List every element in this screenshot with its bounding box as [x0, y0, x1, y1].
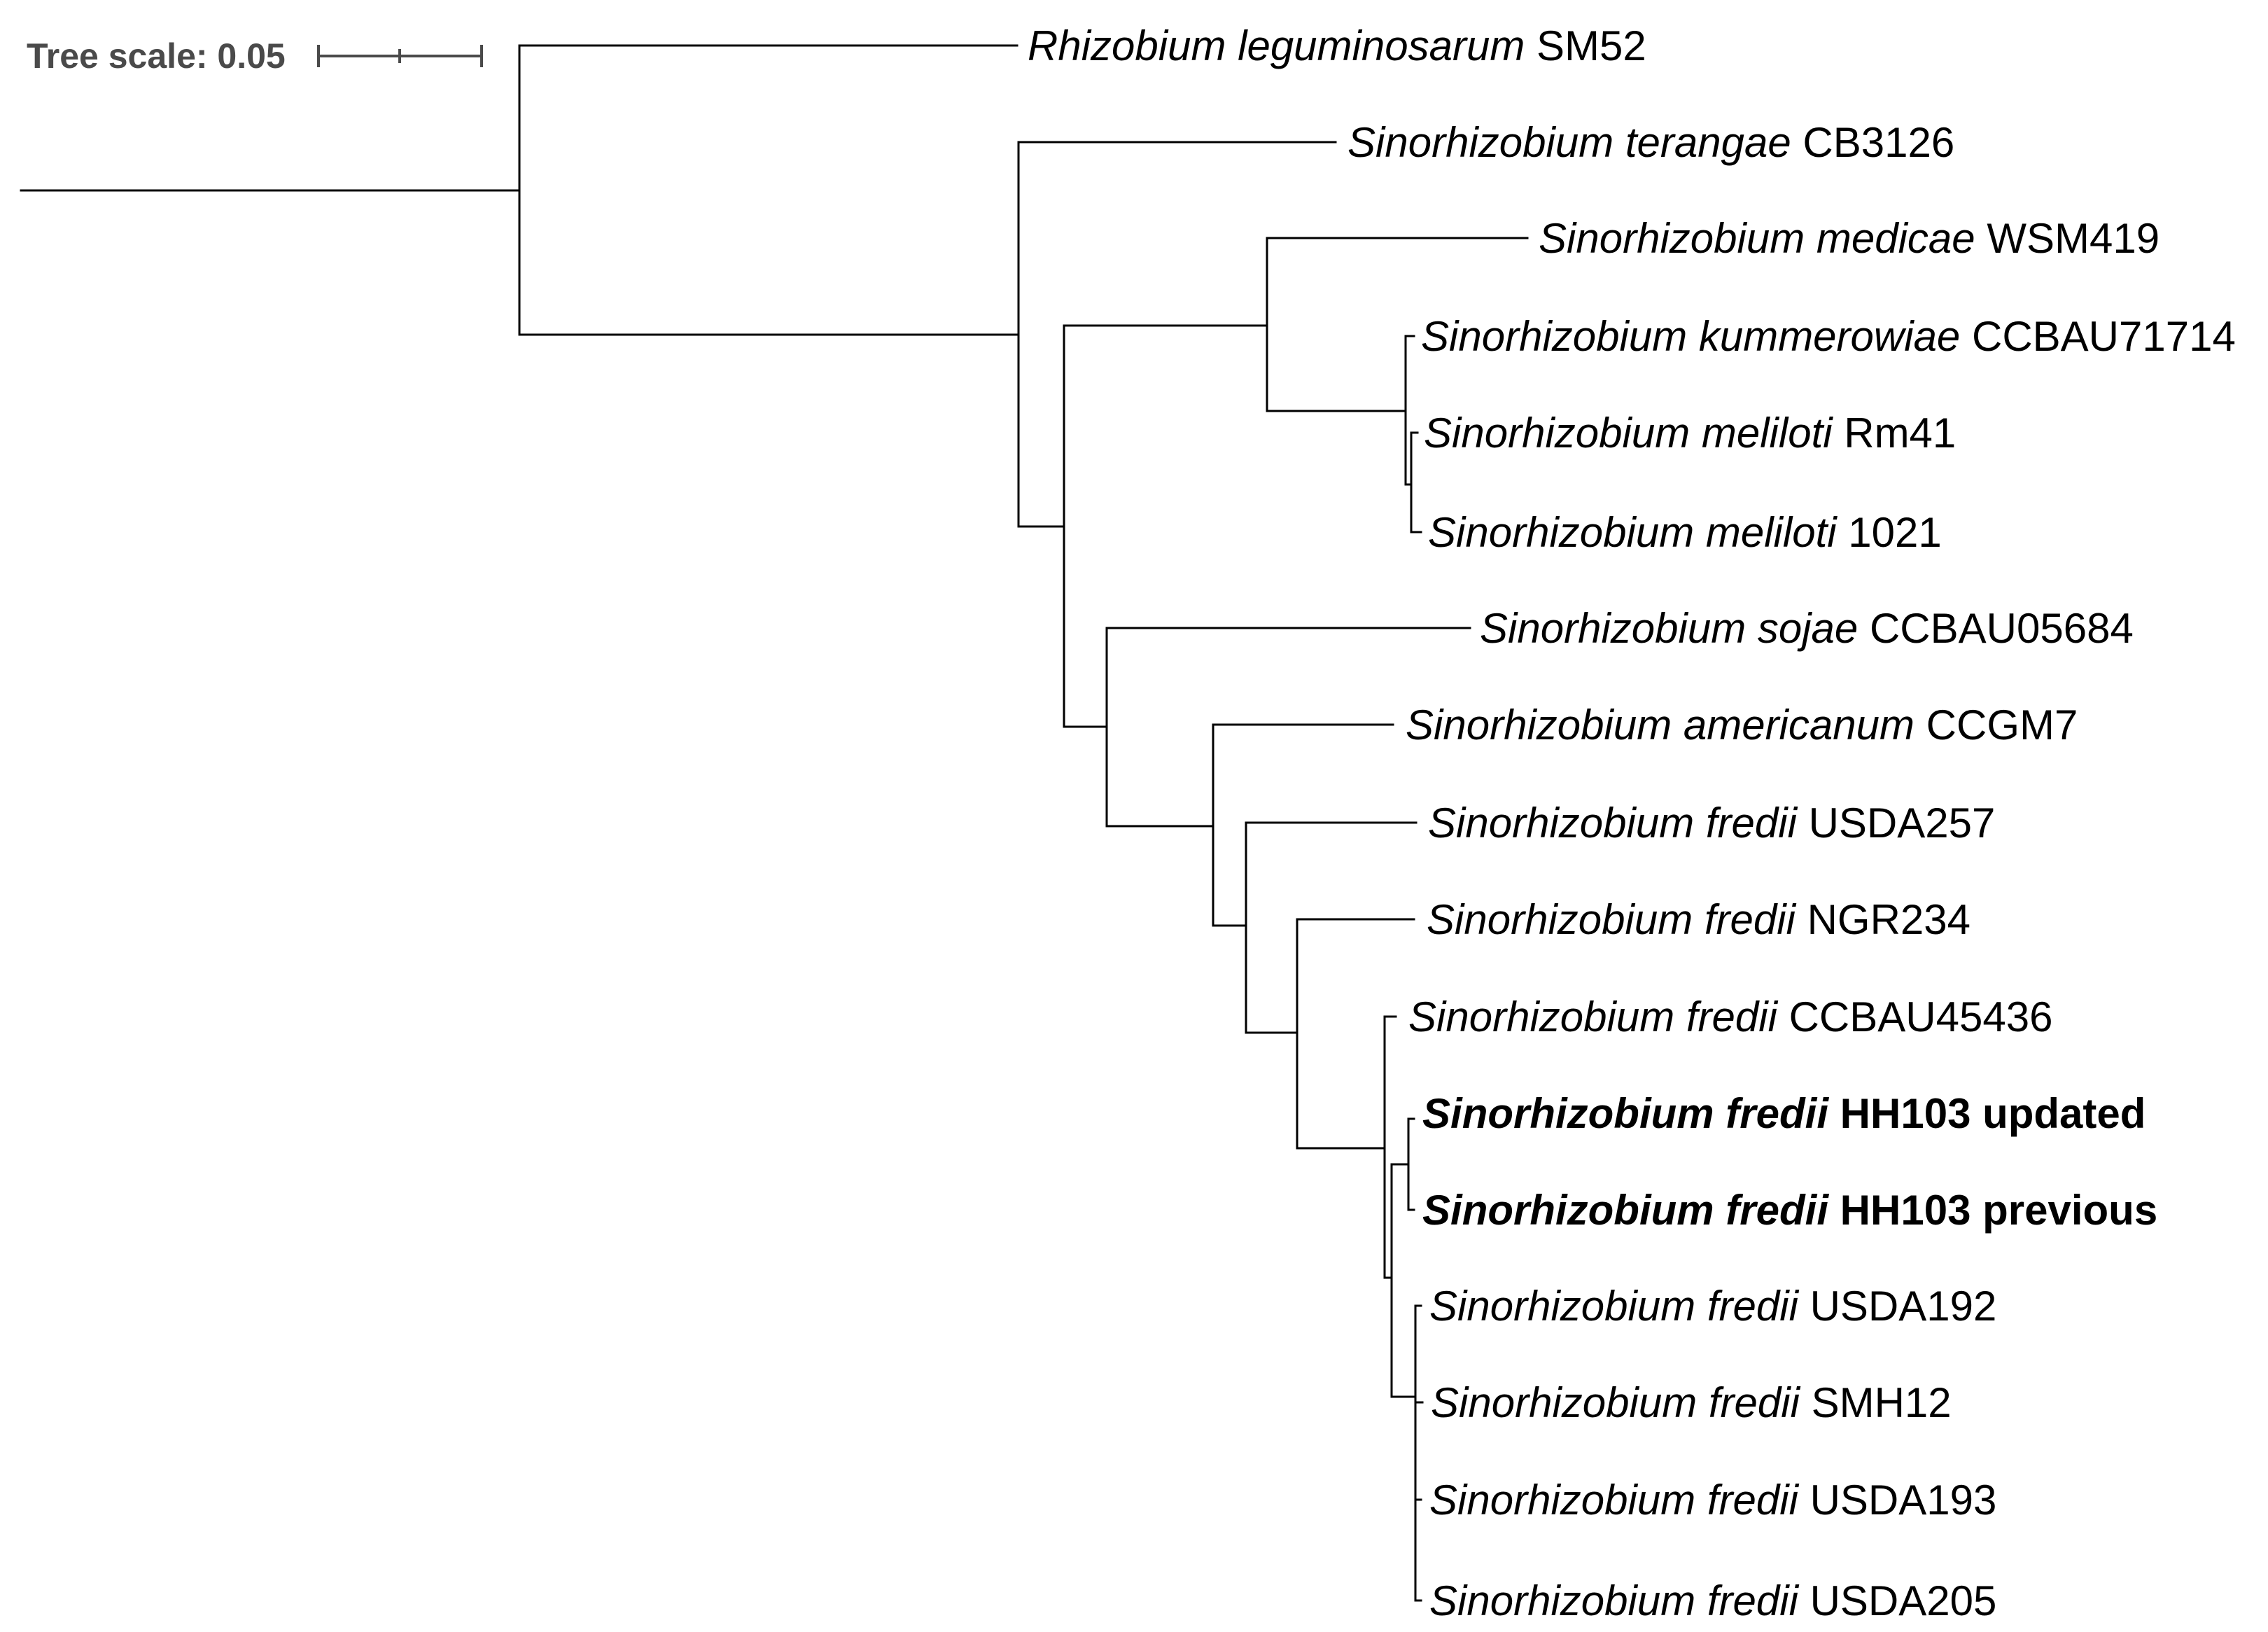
- leaf-label: Sinorhizobium terangae CB3126: [1348, 119, 1954, 166]
- tree-scale-label: Tree scale: 0.05: [27, 36, 286, 76]
- leaf-label: Sinorhizobium meliloti 1021: [1428, 509, 1942, 556]
- leaf-label: Sinorhizobium fredii USDA257: [1428, 800, 1995, 846]
- leaf-label: Sinorhizobium americanum CCGM7: [1406, 702, 2078, 748]
- leaf-label: Rhizobium leguminosarum SM52: [1028, 22, 1646, 69]
- leaf-label: Sinorhizobium fredii NGR234: [1427, 896, 1970, 943]
- leaf-label-highlighted: Sinorhizobium fredii HH103 previous: [1422, 1187, 2157, 1234]
- leaf-label-highlighted: Sinorhizobium fredii HH103 updated: [1422, 1090, 2146, 1137]
- leaf-label: Sinorhizobium fredii USDA193: [1429, 1477, 1996, 1523]
- leaf-label: Sinorhizobium fredii CCBAU45436: [1408, 993, 2052, 1040]
- tree-scale: Tree scale: 0.05: [27, 36, 483, 76]
- leaf-label: Sinorhizobium kummerowiae CCBAU71714: [1421, 313, 2236, 360]
- leaf-label: Sinorhizobium medicae WSM419: [1539, 215, 2160, 262]
- leaf-label: Sinorhizobium fredii USDA205: [1429, 1577, 1996, 1624]
- tree-branches: [20, 44, 1529, 1602]
- leaf-label: Sinorhizobium meliloti Rm41: [1424, 410, 1956, 456]
- leaf-label: Sinorhizobium fredii USDA192: [1429, 1283, 1996, 1330]
- leaf-label: Sinorhizobium fredii SMH12: [1431, 1379, 1952, 1426]
- leaf-labels: Rhizobium leguminosarum SM52 Sinorhizobi…: [1028, 22, 2236, 1624]
- leaf-label: Sinorhizobium sojae CCBAU05684: [1480, 605, 2134, 652]
